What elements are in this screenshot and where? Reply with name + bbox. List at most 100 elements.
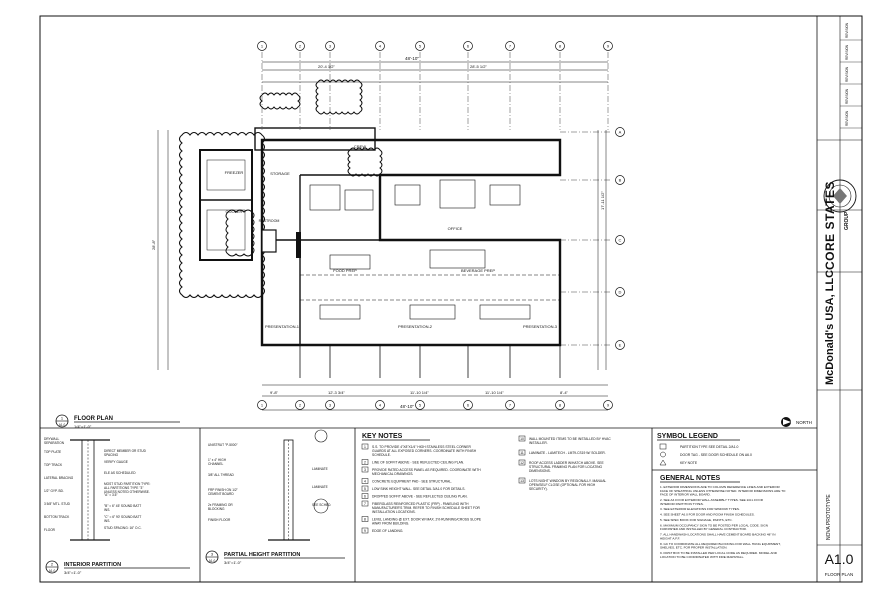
general-note-text: 1. EXTERIOR DIMENSIONS ARE TO COLUMN REF…: [660, 485, 780, 489]
key-note-tag: [518, 477, 526, 484]
revision-row: REVISION: [845, 110, 849, 126]
svg-text:2: 2: [51, 562, 54, 567]
general-note-text: SHELVES, ETC. FOR PROPER INSTALLATION.: [660, 546, 728, 550]
interior-partition-title: INTERIOR PARTITION: [64, 562, 121, 568]
sheet-border: [39, 15, 863, 583]
symbol-legend: SYMBOL LEGEND PARTITION TYPE SEE DETAIL …: [657, 433, 752, 466]
grid-bubble-bottom-label: 7: [509, 403, 512, 408]
general-note-text: 7. ALL HANDWASH LOCATIONS SHALL HAVE CEM…: [660, 533, 775, 537]
grid-bubble-right: [615, 235, 625, 245]
general-note-text: FACE OF INTERIOR WALL BOARD.: [660, 493, 711, 497]
room-freezer: FREEZER: [225, 170, 244, 175]
key-note-text-right: LAMINATE - LAMITECH - LM79-CS19 W/ SOLDE…: [529, 451, 606, 455]
dim-bottom-a: 9'-8": [270, 390, 279, 395]
key-note-number: 3: [364, 468, 366, 472]
key-note-number: 4: [364, 480, 366, 484]
dim-bottom-b: 12'-3 3/4": [328, 390, 345, 395]
grid-bubble-bottom: [295, 400, 305, 410]
revision-cloud-top-left: [259, 92, 301, 110]
room-beverage-prep: BEVERAGE PREP: [461, 268, 495, 273]
interior-note-left: TOP PLATE: [44, 450, 61, 454]
dim-left-vert: 28'-8": [151, 239, 156, 250]
key-note-text: INSTALLATION LOCATIONS.: [372, 510, 416, 514]
key-note-text: FIBERGLASS REINFORCED PLASTIC (FRP) - PA…: [372, 502, 469, 506]
general-notes: GENERAL NOTES 1. EXTERIOR DIMENSIONS ARE…: [660, 475, 786, 559]
grid-bubble-bottom: [555, 400, 565, 410]
interior-note-right: ALL PARTITIONS TYPE "3": [104, 486, 143, 490]
key-note-tag: [361, 443, 369, 450]
partial-note-left: CHANNEL: [208, 462, 223, 466]
grid-bubble-bottom-label: 2: [299, 403, 302, 408]
general-notes-title: GENERAL NOTES: [660, 475, 720, 482]
floor-plan-title: 1 A1.0 FLOOR PLAN 1/4"=1'-0": [55, 414, 180, 429]
partial-note-left: 1" x 4" HIGH: [208, 458, 227, 462]
interior-note-right: "B" = 6" 45' SOUND BATT: [104, 504, 141, 508]
revision-row: REVISION: [845, 22, 849, 38]
grid-bubble-top: [375, 41, 385, 51]
general-note-text: HEIGHT A.F.F.: [660, 536, 680, 540]
key-note-text: MANUFACTURER'S TRIM. REFER TO FINISH SCH…: [372, 506, 481, 510]
sheet-number: A1.0: [825, 551, 854, 567]
key-note-tag: [361, 485, 369, 492]
key-note-number: 13: [520, 479, 524, 483]
general-note-text: 5. SEE SPEC BOOK FOR SIGNAGE, PAINTS, ET…: [660, 518, 733, 522]
svg-text:3/4"=1'-0": 3/4"=1'-0": [224, 560, 242, 565]
sheet-title: FLOOR PLAN: [825, 572, 854, 577]
walk-in-box: [199, 149, 253, 261]
svg-text:1/4"=1'-0": 1/4"=1'-0": [74, 424, 92, 429]
key-note-text: EDGE OF LANDING.: [372, 529, 403, 533]
grid-bubble-top-label: 5: [419, 44, 422, 49]
dim-bottom-e: 8'-4": [560, 390, 569, 395]
key-note-text: DROPPED SOFFIT ABOVE - SEE REFLECTED CEI…: [372, 495, 468, 499]
partial-note-left: FRP FINISH ON 1/2": [208, 488, 238, 492]
key-note-number: 10: [520, 437, 524, 441]
interior-note-right: DIRECT MEMBER OR STUD: [104, 449, 147, 453]
partial-partition-detail: UNISTRUT "P-5000"1" x 4" HIGHCHANNEL3/8"…: [205, 429, 345, 565]
interior-note-left: TOP TRACK: [44, 463, 63, 467]
architect-seal: [823, 179, 857, 213]
revision-row: REVISION: [845, 88, 849, 104]
interior-note-left: SEPARATION: [44, 441, 65, 445]
grid-bubble-top: [603, 41, 613, 51]
svg-text:3/4"=1'-0": 3/4"=1'-0": [64, 570, 82, 575]
grid-bubble-bottom: [325, 400, 335, 410]
interior-note-right: INS.: [104, 508, 110, 512]
grid-bubble-top: [505, 41, 515, 51]
symbol-legend-title: SYMBOL LEGEND: [657, 433, 718, 440]
grid-bubble-right-label: C: [619, 238, 622, 243]
room-office: OFFICE: [448, 226, 463, 231]
svg-text:A1.0: A1.0: [59, 423, 66, 427]
grid-bubble-top: [463, 41, 473, 51]
interior-note-right: SPACING: [104, 453, 119, 457]
key-notes-title: KEY NOTES: [362, 433, 403, 440]
partial-note-right: LAMINATE: [312, 467, 328, 471]
key-note-number: 1: [364, 445, 366, 449]
interior-note-left: LATERAL BRACING: [44, 476, 74, 480]
key-note-text-right: SECURITY).: [529, 487, 548, 491]
svg-text:1: 1: [61, 416, 64, 421]
grid-bubble-top: [295, 41, 305, 51]
key-note-tag: [361, 500, 369, 507]
interior-note-right: "C" = 6" 90' SOUND BATT: [104, 515, 141, 519]
grid-bubble-bottom-label: 3: [329, 403, 332, 408]
grid-bubble-top: [257, 41, 267, 51]
key-note-number: 12: [520, 461, 524, 465]
partial-partition-title: PARTIAL HEIGHT PARTITION: [224, 552, 300, 558]
key-note-text-right: LOTS NIGHT WINDOW BY REGIONALLY. MANUAL: [529, 479, 606, 483]
interior-note-left: 3 5/8" MTL. STUD: [44, 502, 71, 506]
grid-bubble-right-label: B: [619, 178, 622, 183]
legend-text: DOOR TAG - SEE DOOR SCHEDULE ON A6.0: [680, 453, 752, 457]
dim-right-run: 28'-5 1/2": [470, 64, 487, 69]
svg-text:3: 3: [211, 552, 214, 557]
interior-note-right: STUD SPACING: 16" O.C.: [104, 526, 142, 530]
door-tag-icon: [660, 451, 666, 458]
partial-note-left: FINISH FLOOR: [208, 518, 231, 522]
general-note-text: FACE OF SHEATHING UNLESS OTHERWISE NOTED…: [660, 489, 786, 493]
svg-text:NORTH: NORTH: [796, 420, 812, 425]
general-note-text: LOCATION TO BE COORDINATED WITH FIRE MAR…: [660, 555, 744, 559]
key-note-text-right: DIMENSIONS.: [529, 469, 551, 473]
grid-bubble-bottom: [603, 400, 613, 410]
